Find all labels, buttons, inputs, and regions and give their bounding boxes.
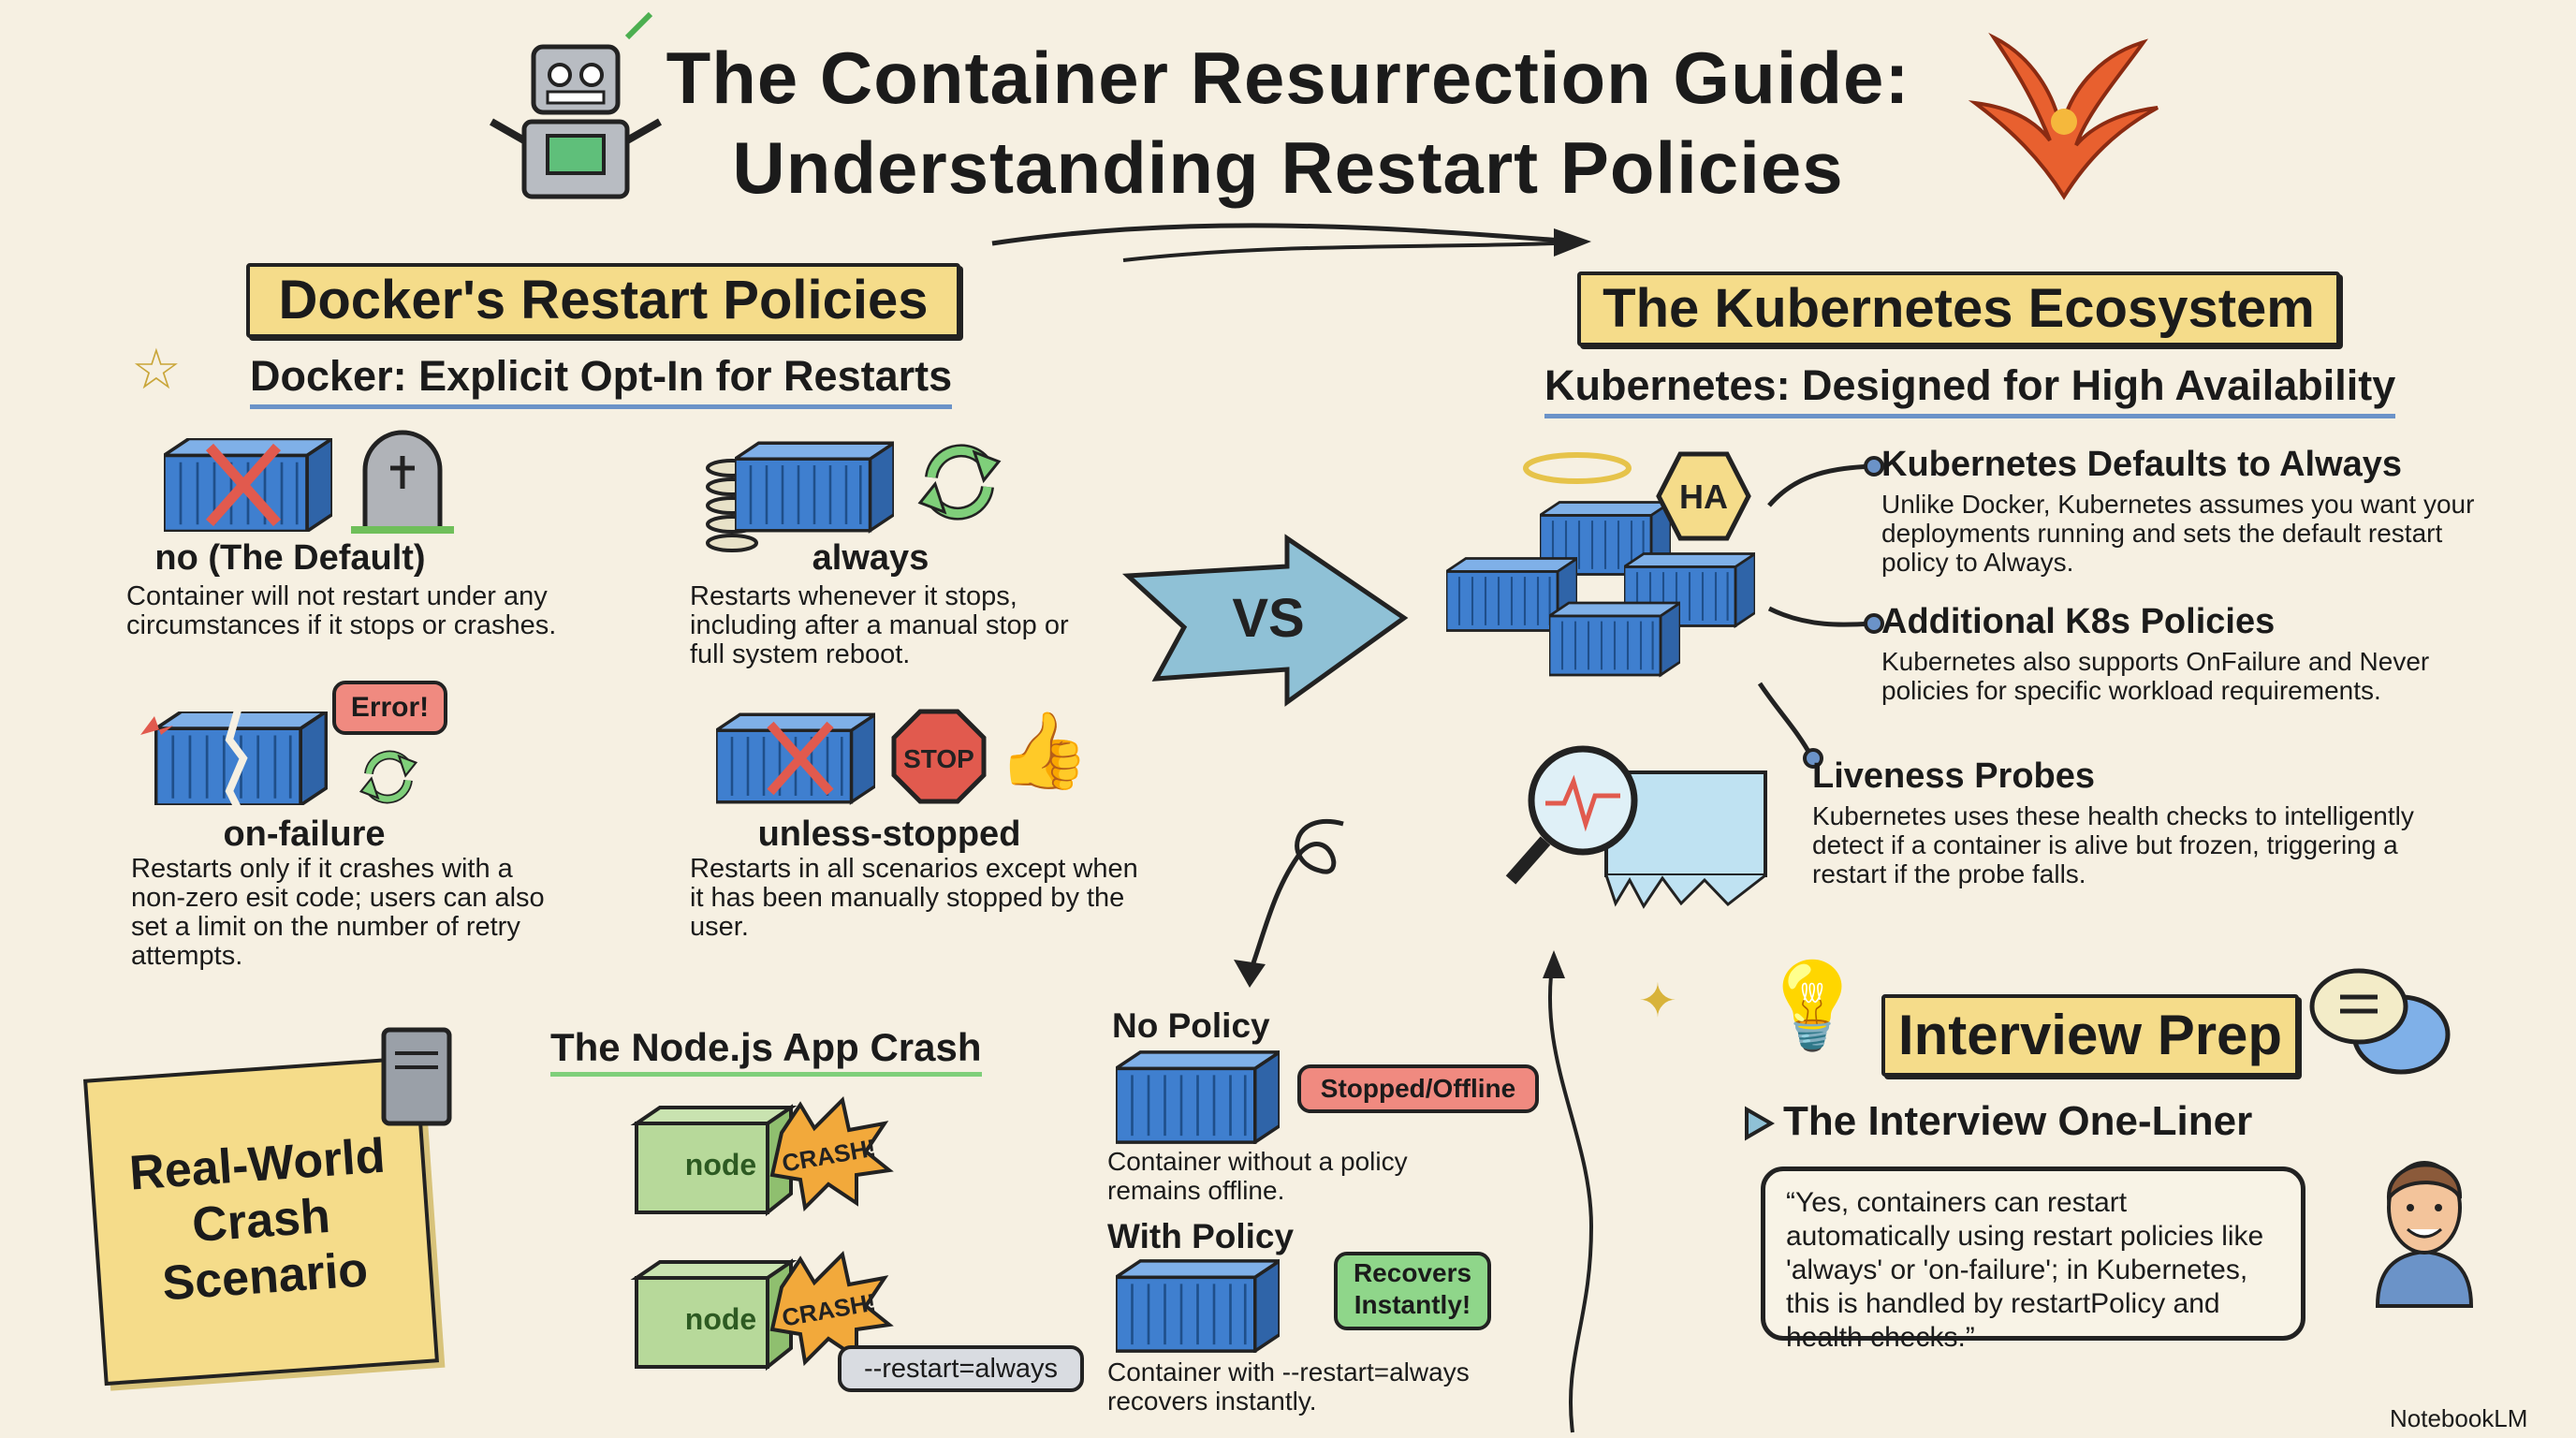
node-crash-title: The Node.js App Crash	[550, 1025, 982, 1077]
node-label: node	[685, 1148, 756, 1181]
stopped-container-icon	[164, 438, 332, 532]
vs-arrow: VS	[1121, 534, 1409, 707]
k8s-item-desc: Kubernetes also supports OnFailure and N…	[1881, 647, 2430, 705]
vs-label: VS	[1232, 588, 1304, 649]
phoenix-icon	[1968, 32, 2159, 200]
policy-on-failure-desc: Restarts only if it crashes with a non-z…	[131, 854, 545, 971]
no-policy-desc: Container without a policy remains offli…	[1107, 1147, 1408, 1205]
liveness-probe-icon	[1505, 745, 1767, 909]
server-icon	[381, 1027, 452, 1126]
sparkle-icon: ✦	[1638, 975, 1677, 1027]
one-liner-heading: The Interview One-Liner	[1783, 1098, 2253, 1144]
policy-always-desc: Restarts whenever it stops, including af…	[690, 581, 1069, 669]
policy-no-desc: Container will not restart under any cir…	[126, 581, 557, 640]
k8s-item-desc: Unlike Docker, Kubernetes assumes you wa…	[1881, 490, 2475, 577]
robot-icon	[490, 11, 662, 199]
stopped-offline-badge: Stopped/Offline	[1297, 1064, 1539, 1113]
with-policy-label: With Policy	[1107, 1217, 1295, 1255]
node-label: node	[685, 1302, 756, 1336]
connector-arrow	[991, 223, 1591, 262]
docker-subtitle: Docker: Explicit Opt-In for Restarts	[250, 352, 953, 409]
kubernetes-subtitle: Kubernetes: Designed for High Availabili…	[1544, 361, 2396, 418]
stop-sign-icon: STOP	[891, 709, 987, 804]
policy-unless-stopped-desc: Restarts in all scenarios except when it…	[690, 854, 1138, 942]
policy-no-title: no (The Default)	[154, 538, 426, 578]
title-line-2: Understanding Restart Policies	[732, 126, 1844, 209]
thumbs-up-icon: 👍	[997, 709, 1090, 792]
person-avatar	[2375, 1161, 2474, 1308]
recovered-container-icon	[1116, 1259, 1280, 1353]
no-policy-label: No Policy	[1112, 1006, 1270, 1045]
title-line-1: The Container Resurrection Guide:	[666, 37, 1910, 119]
k8s-item-title: Liveness Probes	[1812, 756, 2096, 796]
policy-unless-stopped-title: unless-stopped	[757, 814, 1021, 854]
node-container-crash-restart: node CRASH!	[630, 1250, 894, 1372]
chat-bubbles-icon	[2309, 968, 2451, 1075]
offline-container-icon	[1116, 1050, 1280, 1144]
k8s-item-title: Additional K8s Policies	[1881, 602, 2276, 641]
tombstone-icon	[351, 430, 454, 534]
notebooklm-watermark: NotebookLM	[2390, 1404, 2528, 1432]
recovers-instantly-badge: Recovers Instantly!	[1334, 1252, 1491, 1330]
policy-always-title: always	[812, 538, 929, 578]
restart-cycle-icon	[356, 744, 421, 810]
kubernetes-banner: The Kubernetes Ecosystem	[1577, 271, 2340, 346]
kubernetes-connectors	[1757, 456, 1884, 769]
lightbulb-icon: 💡	[1760, 960, 1866, 1053]
running-container-icon	[735, 441, 894, 533]
k8s-item-title: Kubernetes Defaults to Always	[1881, 445, 2403, 484]
wavy-divider	[1543, 950, 1594, 1433]
ha-badge: HA	[1656, 451, 1751, 541]
restart-flag-badge: --restart=always	[838, 1345, 1084, 1392]
stop-sign-text: STOP	[903, 744, 974, 773]
with-policy-desc: Container with --restart=always recovers…	[1107, 1357, 1470, 1416]
restart-cycle-icon	[913, 435, 1006, 534]
k8s-item-desc: Kubernetes uses these health checks to i…	[1812, 801, 2414, 888]
curly-arrow	[1234, 819, 1344, 988]
quote-box: “Yes, containers can restart automatical…	[1761, 1167, 2305, 1353]
stopped-container-icon	[716, 712, 875, 804]
error-bubble: Error!	[332, 681, 447, 735]
policy-on-failure-title: on-failure	[223, 814, 386, 854]
star-icon: ☆	[131, 338, 182, 401]
kubernetes-cluster-icon	[1446, 452, 1755, 677]
interview-quote: “Yes, containers can restart automatical…	[1786, 1187, 2264, 1353]
interview-prep-banner: Interview Prep	[1881, 994, 2299, 1077]
docker-banner: Docker's Restart Policies	[246, 263, 960, 338]
broken-container-icon	[140, 705, 328, 812]
ha-label: HA	[1679, 477, 1728, 516]
play-triangle-icon	[1745, 1106, 1776, 1141]
node-container-crash: node CRASH!	[630, 1095, 894, 1217]
